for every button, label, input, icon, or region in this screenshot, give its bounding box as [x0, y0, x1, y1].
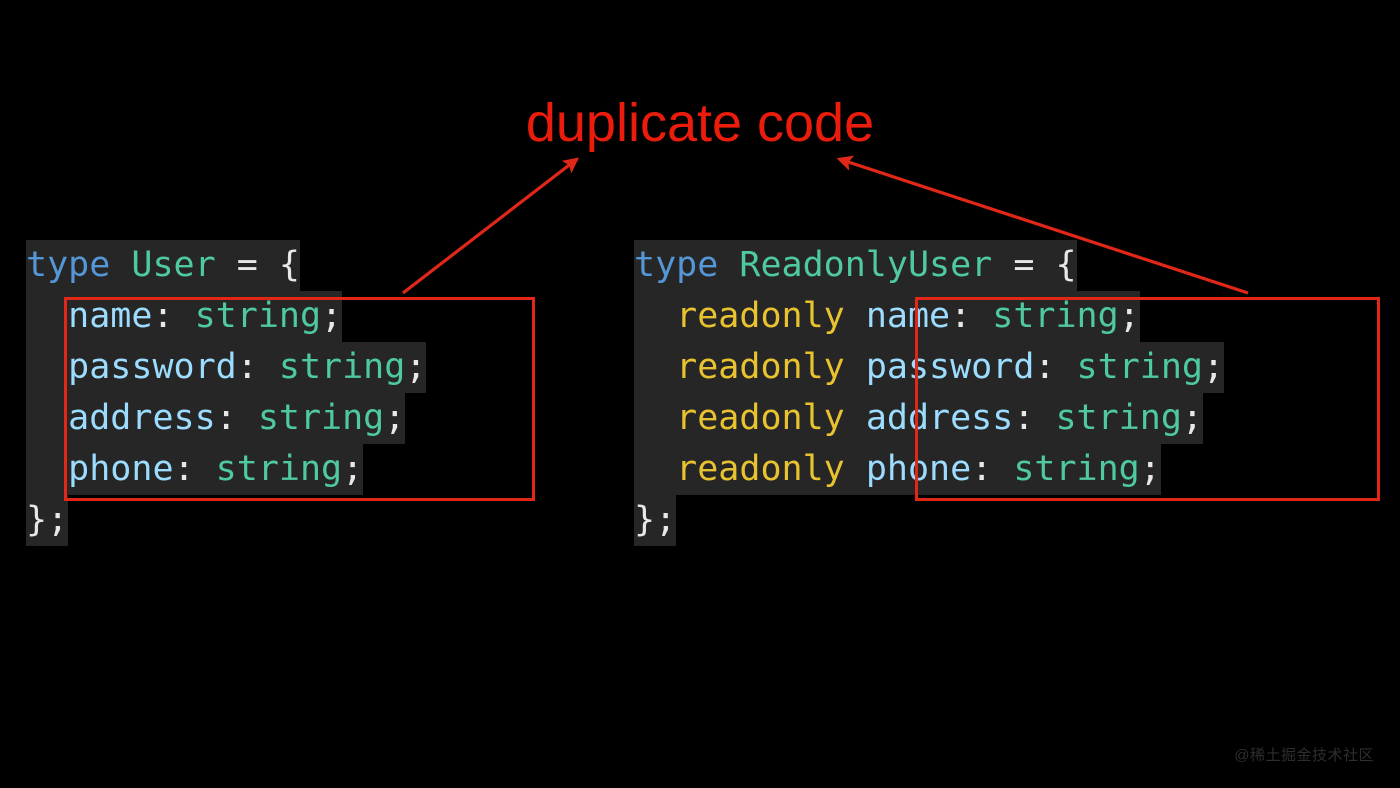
- code-line: };: [26, 495, 426, 546]
- code-line-text: };: [26, 495, 69, 546]
- code-token-punct: [216, 245, 237, 285]
- code-token-punct: ;: [384, 398, 406, 438]
- code-line: readonly password: string;: [634, 342, 1225, 393]
- code-token-modifier: readonly: [676, 398, 845, 438]
- code-token-punct: [634, 347, 676, 387]
- code-token-punct: [992, 245, 1013, 285]
- code-token-punct: [26, 449, 68, 489]
- code-token-keyword: type: [26, 245, 111, 285]
- code-line: type User = {: [26, 240, 426, 291]
- code-line-text: readonly phone: string;: [634, 444, 1161, 495]
- code-token-punct: [258, 245, 279, 285]
- code-token-punct: };: [26, 500, 69, 540]
- code-line: };: [634, 495, 1224, 546]
- code-token-punct: };: [634, 500, 677, 540]
- code-token-builtin: string: [215, 449, 343, 489]
- code-token-typename: User: [131, 245, 216, 285]
- code-token-builtin: string: [278, 347, 406, 387]
- code-token-punct: [634, 398, 676, 438]
- code-token-punct: ;: [405, 347, 427, 387]
- watermark: @稀土掘金技术社区: [1234, 747, 1374, 764]
- code-line: phone: string;: [26, 444, 426, 495]
- code-line-text: phone: string;: [26, 444, 364, 495]
- code-token-punct: [634, 296, 676, 336]
- code-token-builtin: string: [992, 296, 1119, 336]
- code-token-builtin: string: [194, 296, 322, 336]
- code-token-punct: [718, 245, 739, 285]
- code-token-modifier: readonly: [676, 296, 845, 336]
- code-token-prop: phone: [68, 449, 174, 489]
- code-line-text: readonly address: string;: [634, 393, 1203, 444]
- code-token-prop: address: [68, 398, 216, 438]
- code-token-punct: ;: [1181, 398, 1203, 438]
- code-line-text: type ReadonlyUser = {: [634, 240, 1077, 291]
- code-token-punct: ;: [321, 296, 343, 336]
- code-token-builtin: string: [257, 398, 385, 438]
- code-token-punct: [634, 449, 676, 489]
- code-line: readonly phone: string;: [634, 444, 1224, 495]
- code-token-prop: name: [865, 296, 951, 336]
- code-token-typename: ReadonlyUser: [739, 245, 993, 285]
- code-token-keyword: type: [634, 245, 719, 285]
- code-line-text: password: string;: [26, 342, 427, 393]
- code-token-punct: =: [236, 245, 258, 285]
- code-token-punct: :: [950, 296, 972, 336]
- code-token-punct: {: [1055, 245, 1077, 285]
- code-line: address: string;: [26, 393, 426, 444]
- code-token-punct: :: [236, 347, 258, 387]
- code-token-punct: :: [1013, 398, 1035, 438]
- code-line: type ReadonlyUser = {: [634, 240, 1224, 291]
- code-token-builtin: string: [1076, 347, 1203, 387]
- code-token-punct: [26, 398, 68, 438]
- code-token-prop: phone: [865, 449, 972, 489]
- code-token-punct: [845, 449, 866, 489]
- code-token-punct: [26, 347, 68, 387]
- code-line-text: address: string;: [26, 393, 406, 444]
- arrow-left-to-title: [402, 157, 580, 295]
- code-token-punct: [845, 398, 866, 438]
- code-token-modifier: readonly: [676, 347, 845, 387]
- code-line: password: string;: [26, 342, 427, 393]
- code-token-punct: [1034, 245, 1055, 285]
- code-token-prop: name: [68, 296, 153, 336]
- code-token-prop: address: [865, 398, 1014, 438]
- code-token-punct: {: [278, 245, 300, 285]
- code-token-punct: ;: [342, 449, 364, 489]
- highlight-box-left: [64, 297, 535, 501]
- code-token-punct: [110, 245, 131, 285]
- code-token-punct: :: [215, 398, 237, 438]
- code-token-punct: :: [152, 296, 174, 336]
- code-token-punct: [845, 347, 866, 387]
- code-token-punct: ;: [1139, 449, 1161, 489]
- code-token-punct: ;: [1118, 296, 1140, 336]
- code-token-punct: :: [1034, 347, 1056, 387]
- code-token-punct: =: [1013, 245, 1035, 285]
- code-token-builtin: string: [1013, 449, 1140, 489]
- code-token-punct: [845, 296, 866, 336]
- code-line-text: readonly password: string;: [634, 342, 1225, 393]
- code-line-text: type User = {: [26, 240, 300, 291]
- code-line-text: };: [634, 495, 677, 546]
- code-token-modifier: readonly: [676, 449, 845, 489]
- code-token-punct: :: [971, 449, 993, 489]
- highlight-box-right: [915, 297, 1380, 501]
- code-token-punct: ;: [1202, 347, 1225, 387]
- code-token-punct: [26, 296, 68, 336]
- code-token-builtin: string: [1055, 398, 1182, 438]
- code-line: readonly address: string;: [634, 393, 1224, 444]
- code-token-punct: :: [173, 449, 195, 489]
- code-token-prop: password: [68, 347, 237, 387]
- annotation-title: duplicate code: [525, 93, 875, 153]
- code-token-prop: password: [865, 347, 1035, 387]
